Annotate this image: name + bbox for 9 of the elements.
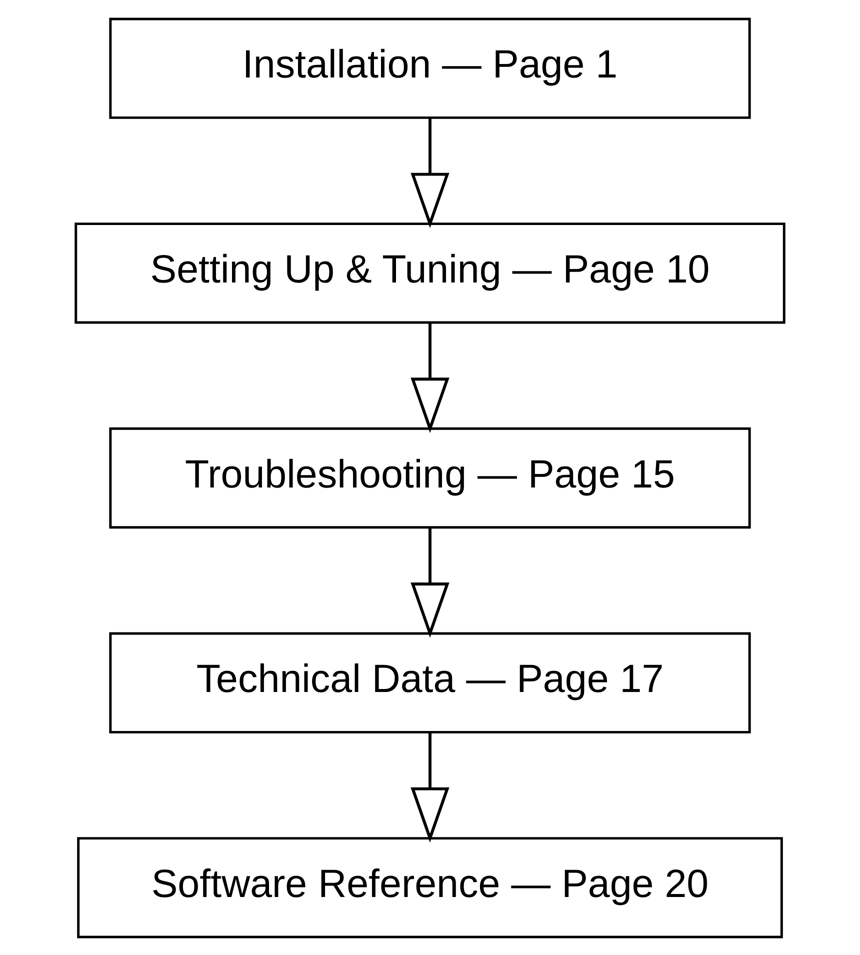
arrow	[410, 527, 450, 638]
node-box: Troubleshooting — Page 15	[109, 426, 751, 528]
node-box: Installation — Page 1	[109, 17, 751, 118]
node-box: Software Reference — Page 20	[77, 836, 783, 938]
node-box: Setting Up & Tuning — Page 10	[74, 222, 786, 324]
arrow	[410, 732, 450, 842]
arrow	[410, 118, 450, 228]
arrow	[410, 322, 450, 432]
node-box: Technical Data — Page 17	[109, 632, 751, 733]
